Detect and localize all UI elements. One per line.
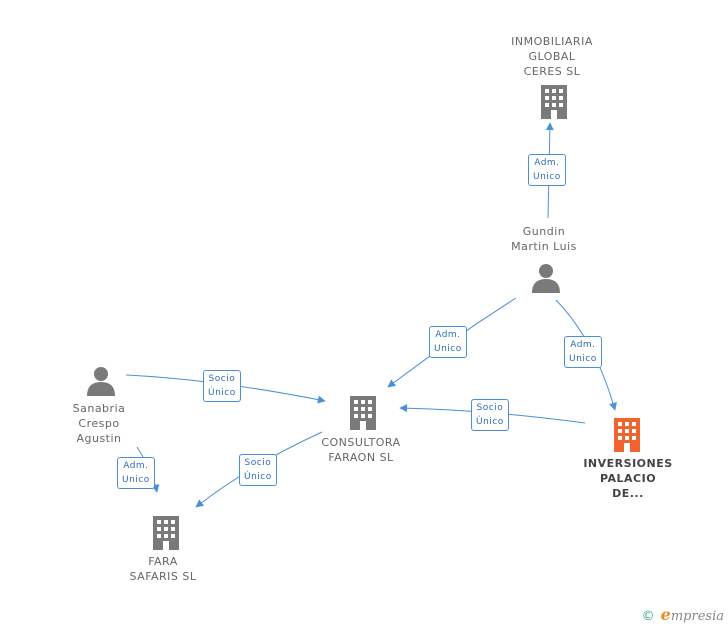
building-icon[interactable] <box>614 418 640 452</box>
edge-label-adm-unico: Adm.Unico <box>528 154 566 186</box>
edge-label-adm-unico: Adm.Unico <box>429 326 467 358</box>
person-icon[interactable] <box>532 264 560 293</box>
person-icon[interactable] <box>87 367 115 396</box>
node-label-consultora[interactable]: CONSULTORA FARAON SL <box>321 436 401 464</box>
copyright-notice: © empresia <box>642 605 724 624</box>
building-icon[interactable] <box>541 85 567 119</box>
edge-label-adm-unico: Adm.Unico <box>564 336 602 368</box>
edge-label-adm-unico: Adm.Unico <box>117 457 155 489</box>
node-label-inmobiliaria[interactable]: INMOBILIARIA GLOBAL CERES SL <box>511 35 593 78</box>
node-label-gundin[interactable]: Gundin Martin Luis <box>511 225 577 253</box>
building-icon[interactable] <box>350 396 376 430</box>
copyright-icon: © <box>641 609 655 624</box>
brand-logo: empresia <box>660 605 724 624</box>
node-label-sanabria[interactable]: Sanabria Crespo Agustin <box>72 402 126 445</box>
building-icon[interactable] <box>153 516 179 550</box>
node-label-fara[interactable]: FARA SAFARIS SL <box>129 555 197 583</box>
node-label-inversiones[interactable]: INVERSIONES PALACIO DE... <box>583 457 673 500</box>
